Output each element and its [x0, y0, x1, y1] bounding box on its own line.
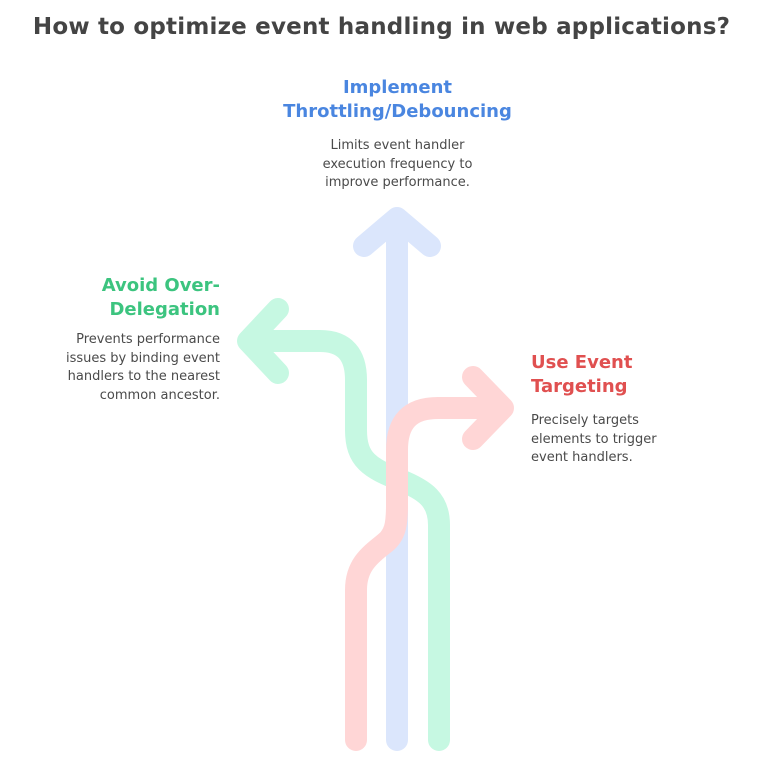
- arrow-right-shaft: [345, 397, 509, 751]
- heading-targeting: Use Event Targeting: [531, 351, 721, 399]
- desc-line: common ancestor.: [99, 387, 220, 403]
- heading-delegation-line2: Delegation: [109, 299, 220, 320]
- diagram-title: How to optimize event handling in web ap…: [32, 14, 731, 40]
- desc-line: Precisely targets: [531, 413, 639, 428]
- heading-throttling-line1: Implement: [342, 77, 453, 98]
- arrow-left-head: [237, 298, 289, 384]
- heading-targeting-line1: Use Event: [531, 352, 633, 373]
- desc-line: improve performance.: [325, 175, 470, 190]
- desc-line: issues by binding event: [66, 350, 220, 366]
- heading-delegation: Avoid Over- Delegation: [30, 274, 220, 322]
- desc-line: Limits event handler: [330, 138, 465, 153]
- heading-throttling: Implement Throttling/Debouncing: [260, 76, 535, 124]
- desc-line: execution frequency to: [322, 156, 473, 172]
- desc-line: elements to trigger: [531, 431, 657, 447]
- heading-throttling-line2: Throttling/Debouncing: [283, 101, 512, 122]
- arrow-left-delegation: [237, 298, 450, 751]
- desc-line: Prevents performance: [76, 332, 220, 347]
- heading-delegation-line1: Avoid Over-: [101, 275, 220, 296]
- heading-targeting-line2: Targeting: [531, 376, 628, 397]
- arrow-up-head: [353, 207, 441, 257]
- description-targeting: Precisely targets elements to trigger ev…: [531, 412, 731, 468]
- desc-line: handlers to the nearest: [67, 369, 220, 384]
- description-delegation: Prevents performance issues by binding e…: [20, 331, 220, 405]
- description-throttling: Limits event handler execution frequency…: [280, 137, 515, 193]
- desc-line: event handlers.: [531, 450, 633, 465]
- arrow-left-shaft: [241, 330, 450, 751]
- arrow-right-head: [462, 366, 514, 450]
- arrow-right-targeting: [345, 366, 514, 751]
